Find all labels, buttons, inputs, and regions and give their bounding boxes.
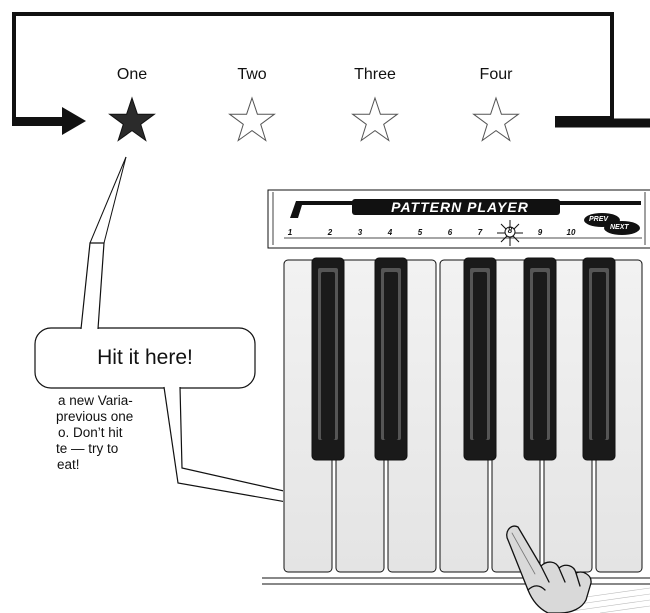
pattern-number-8: 8 bbox=[507, 226, 513, 235]
star-one-label: One bbox=[116, 66, 148, 83]
star-pointer-line-left bbox=[89, 156, 127, 244]
pattern-number-1: 1 bbox=[287, 228, 293, 237]
next-button-label[interactable]: NEXT bbox=[610, 224, 629, 231]
instruction-line: previous one bbox=[56, 409, 134, 424]
instruction-line: eat! bbox=[57, 457, 80, 472]
pattern-number-10: 10 bbox=[566, 228, 576, 237]
instruction-text: a new Varia- previous one o. Don’t hit t… bbox=[0, 393, 134, 473]
star-one-icon bbox=[108, 96, 156, 142]
loop-arrow-head bbox=[62, 107, 86, 135]
pattern-number-3: 3 bbox=[357, 228, 363, 237]
instruction-line: a new Varia- bbox=[58, 393, 133, 408]
star-three-label: Three bbox=[354, 66, 396, 83]
pattern-number-6: 6 bbox=[447, 228, 453, 237]
pattern-player-title-bar bbox=[352, 199, 560, 215]
loop-bracket bbox=[12, 12, 614, 120]
black-key-inner bbox=[321, 272, 606, 440]
star-three-icon bbox=[351, 96, 399, 142]
callout-bubble bbox=[34, 327, 256, 389]
callout-tail-up bbox=[80, 242, 105, 330]
star-four-icon bbox=[472, 96, 520, 142]
pattern-number-7: 7 bbox=[477, 228, 483, 237]
prev-button-label[interactable]: PREV bbox=[589, 216, 609, 223]
sparkle-center-icon bbox=[504, 226, 516, 238]
next-button[interactable] bbox=[604, 221, 640, 235]
star-two-icon bbox=[228, 96, 276, 142]
pattern-number-2: 2 bbox=[327, 228, 333, 237]
callout-text: Hit it here! bbox=[97, 346, 193, 369]
pattern-player-title: PATTERN PLAYER bbox=[391, 199, 529, 215]
loop-arrow-shaft bbox=[12, 117, 64, 126]
pattern-number-9: 9 bbox=[537, 228, 543, 237]
star-two-label: Two bbox=[237, 66, 267, 83]
pattern-number-4: 4 bbox=[387, 228, 393, 237]
pattern-number-5: 5 bbox=[417, 228, 423, 237]
star-pointer-line-right bbox=[103, 156, 127, 244]
star-four-label: Four bbox=[479, 66, 513, 83]
instruction-line: o. Don’t hit bbox=[58, 425, 123, 440]
instruction-line: te — try to bbox=[56, 441, 119, 456]
